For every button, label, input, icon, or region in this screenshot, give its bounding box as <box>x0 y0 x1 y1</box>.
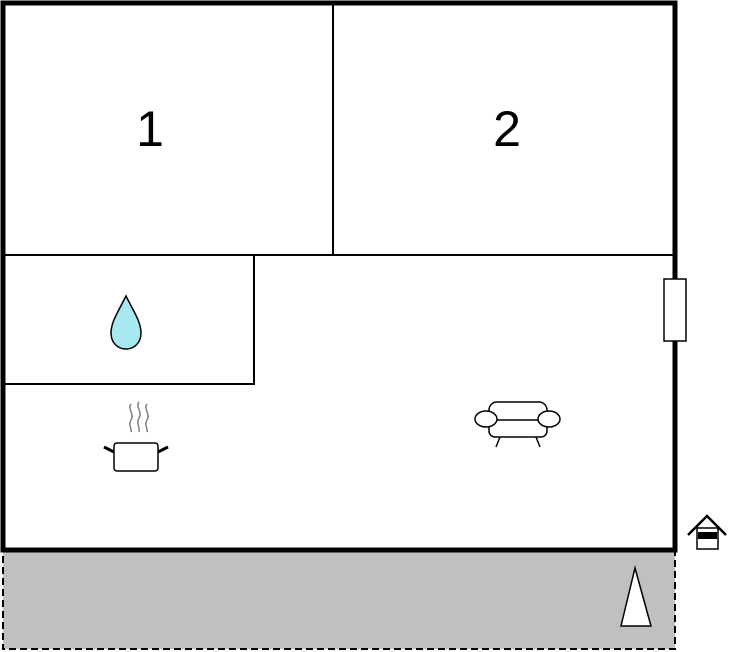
terrace-area <box>2 549 676 650</box>
cooking-pot-icon <box>103 401 169 472</box>
room-2-label: 2 <box>493 101 521 157</box>
north-arrow-icon <box>620 565 652 627</box>
water-drop-icon <box>110 294 142 350</box>
room-1: 1 <box>4 4 333 255</box>
outer-wall <box>0 0 678 553</box>
room-1-label: 1 <box>136 101 164 157</box>
entrance-house-icon <box>687 514 727 550</box>
sofa-icon <box>474 401 561 448</box>
window-icon <box>663 278 687 342</box>
room-2: 2 <box>493 101 521 157</box>
wall-bathroom <box>4 255 255 385</box>
